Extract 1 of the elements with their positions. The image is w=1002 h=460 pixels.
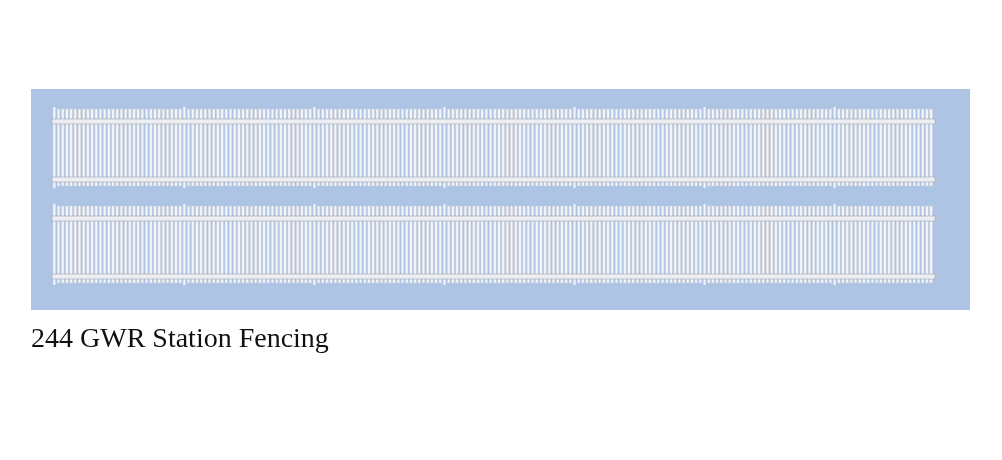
- caption: 244 GWR Station Fencing: [31, 322, 329, 354]
